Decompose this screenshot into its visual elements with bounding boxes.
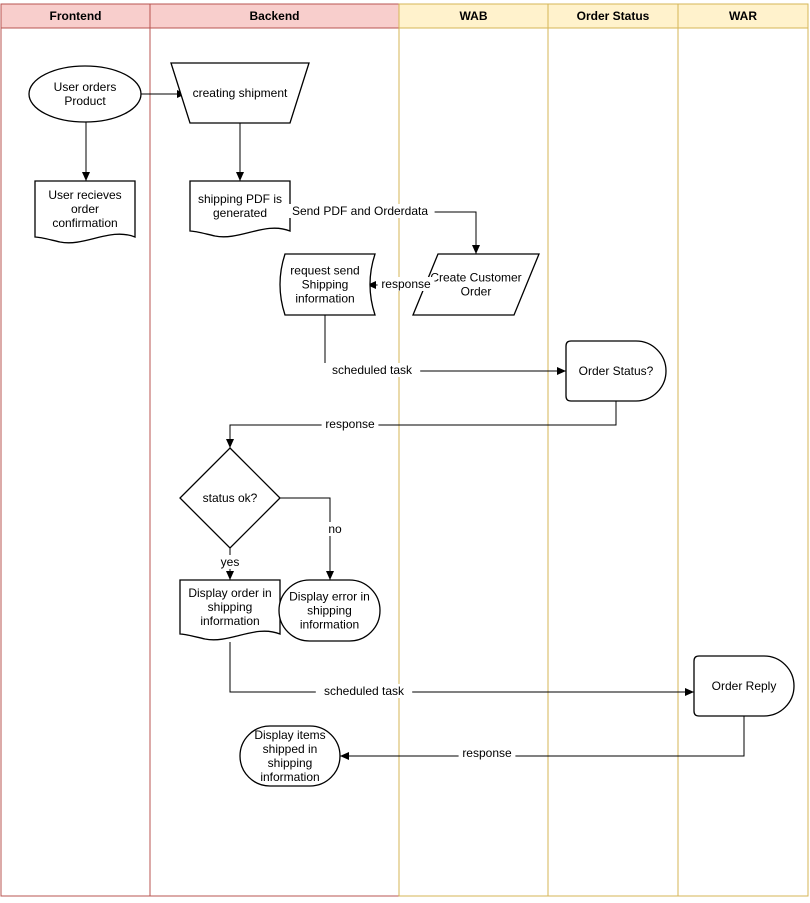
node-label: information: [295, 292, 354, 306]
node-label: shipping: [268, 756, 313, 770]
lane-body: [677, 3, 809, 897]
stored-data-shape: [279, 253, 376, 316]
node-label: shipped in: [263, 742, 318, 756]
node-label: shipping PDF is: [198, 192, 282, 206]
node-label: Product: [64, 94, 106, 108]
lane-title: WAR: [729, 9, 757, 23]
lane-body: [547, 3, 679, 897]
terminator-shape: [239, 725, 341, 787]
edge-label-background: [377, 277, 435, 291]
delay-shape: [693, 655, 795, 717]
lane-order_status: Order Status: [547, 3, 679, 897]
edge-status-ok-to-display-error: [280, 497, 334, 580]
lane-title: Backend: [249, 9, 299, 23]
node-label: information: [300, 618, 359, 632]
lane-title: WAB: [460, 9, 488, 23]
lane-header: [0, 3, 151, 29]
lane-header: [547, 3, 679, 29]
node-label: User recieves: [48, 188, 121, 202]
node-label: shipping: [208, 600, 253, 614]
node-label: information: [260, 770, 319, 784]
edge-label: yes: [221, 555, 240, 569]
edge-label-background: [218, 555, 242, 569]
edge-label-background: [458, 746, 516, 760]
node-label: creating shipment: [193, 86, 288, 100]
edge-label: Send PDF and Orderdata: [292, 204, 428, 218]
document-shape: [189, 180, 291, 238]
node-order-reply: Order Reply: [693, 655, 795, 717]
edge-order-status-q-to-status-ok: [226, 401, 617, 448]
lane-body: [398, 3, 549, 897]
lane-frontend: Frontend: [0, 3, 151, 897]
edge-label-background: [315, 684, 413, 698]
parallelogram-shape: [412, 253, 540, 316]
terminator-shape: [278, 579, 381, 642]
lane-wab: WAB: [398, 3, 549, 897]
edge-display-order-to-order-reply: [229, 642, 694, 696]
lane-title: Frontend: [50, 9, 102, 23]
swimlanes: Frontend Backend WAB Order Status WAR: [0, 3, 809, 897]
lane-title: Order Status: [577, 9, 650, 23]
node-label: information: [200, 614, 259, 628]
node-label: confirmation: [52, 216, 117, 230]
node-label: Shipping: [302, 278, 349, 292]
connector-labels: Send PDF and Orderdata response scheduled …: [218, 204, 516, 760]
lane-header: [677, 3, 809, 29]
node-label: Order Status?: [579, 364, 654, 378]
lane-war: WAR: [677, 3, 809, 897]
node-label: Display error in: [289, 590, 370, 604]
edge-label: no: [328, 522, 342, 536]
document-shape: [34, 180, 136, 244]
edge-label-background: [326, 522, 344, 536]
node-label: shipping: [307, 604, 352, 618]
connectors: [82, 90, 745, 760]
ellipse-shape: [28, 65, 142, 123]
edge-label-background: [285, 204, 435, 218]
node-label: Display items: [254, 728, 325, 742]
node-label: Order Reply: [712, 679, 777, 693]
node-label: User orders: [54, 80, 117, 94]
delay-shape: [565, 340, 667, 402]
trapezoid-shape: [170, 62, 310, 124]
lane-body: [0, 3, 151, 897]
diamond-shape: [179, 447, 281, 549]
node-label: request send: [290, 264, 359, 278]
document-shape: [179, 579, 281, 641]
node-label: Create Customer: [430, 271, 521, 285]
edge-label-background: [321, 417, 379, 431]
node-label: Display order in: [188, 586, 271, 600]
node-order-status-q: Order Status?: [565, 340, 667, 402]
edge-label: response: [381, 277, 431, 291]
lane-header: [149, 3, 400, 29]
edge-label: scheduled task: [324, 684, 405, 698]
node-status-ok: status ok?: [179, 447, 281, 549]
edge-label: scheduled task: [332, 363, 413, 377]
edge-label: response: [462, 746, 512, 760]
node-label: order: [71, 202, 99, 216]
edge-label: response: [325, 417, 375, 431]
node-label: Order: [461, 285, 492, 299]
node-label: generated: [213, 206, 267, 220]
node-label: status ok?: [203, 491, 258, 505]
node-creating-shipment: creating shipment: [170, 62, 310, 124]
edge-label-background: [323, 363, 421, 377]
